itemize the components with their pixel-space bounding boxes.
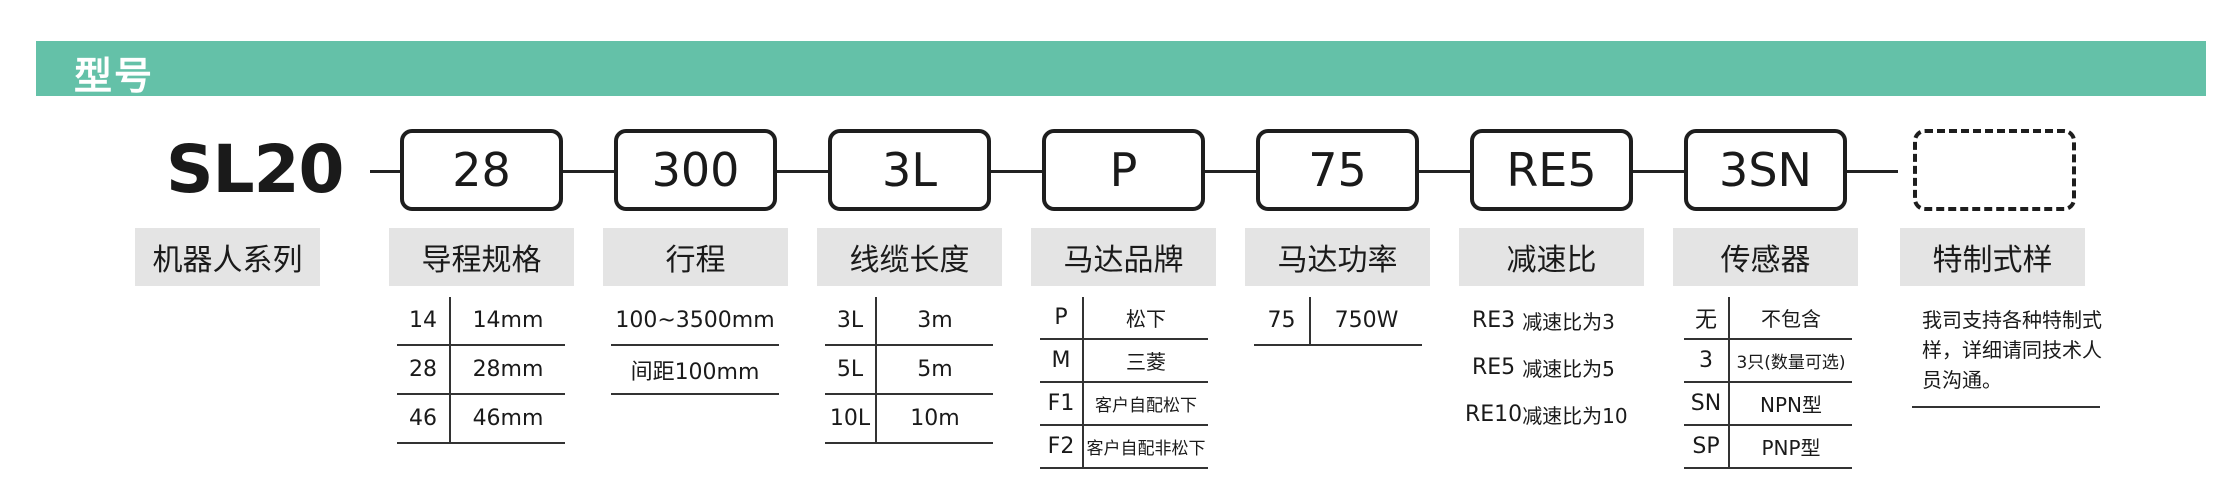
table-cell-value: 10m: [876, 394, 993, 444]
table-cell-key: 14: [397, 297, 451, 346]
table-cell-key: 3: [1684, 339, 1730, 383]
table-row: 28 28mm: [397, 345, 565, 395]
table-row: SP PNP型: [1684, 425, 1852, 469]
label-motor-brand: 马达品牌: [1031, 228, 1216, 286]
table-cell-key: RE5: [1472, 355, 1516, 380]
table-row: F2 客户自配非松下: [1040, 425, 1208, 469]
table-cell-key: 75: [1254, 297, 1311, 346]
table-row: 3L 3m: [825, 297, 993, 346]
label-lead: 导程规格: [389, 228, 574, 286]
connector-line: [991, 170, 1042, 173]
table-cell-value: 减速比为5: [1522, 357, 1615, 381]
table-cell-value: 三菱: [1083, 339, 1208, 383]
table-cell-value: 客户自配松下: [1083, 382, 1208, 426]
motor-brand-table: P 松下 M 三菱 F1 客户自配松下 F2 客户自配非松下: [1040, 297, 1208, 469]
connector-line: [1847, 170, 1898, 173]
table-row: 间距100mm: [611, 345, 779, 395]
table-cell-value: 减速比为3: [1522, 310, 1615, 334]
table-row: 无 不包含: [1684, 297, 1852, 340]
table-cell-value: 46mm: [450, 394, 565, 444]
table-cell-key: 46: [397, 394, 451, 444]
table-cell-key: 28: [397, 345, 451, 395]
section-title: 型号: [74, 54, 155, 98]
table-row: RE10 减速比为10: [1465, 391, 1640, 438]
label-stroke: 行程: [603, 228, 788, 286]
connector-line: [1419, 170, 1470, 173]
table-cell-value: 客户自配非松下: [1083, 425, 1208, 469]
table-cell-value: 100~3500mm: [611, 297, 779, 346]
connector-line: [777, 170, 828, 173]
table-cell-value: 14mm: [450, 297, 565, 346]
table-row: 10L 10m: [825, 394, 993, 444]
table-cell-key: F1: [1040, 382, 1084, 426]
table-row: M 三菱: [1040, 339, 1208, 383]
table-cell-value: 5m: [876, 345, 993, 395]
code-box-motor-power: 75: [1256, 129, 1419, 211]
table-row: 14 14mm: [397, 297, 565, 346]
table-cell-key: M: [1040, 339, 1084, 383]
label-special: 特制式样: [1900, 228, 2085, 286]
model-prefix: SL20: [166, 131, 344, 208]
label-cable: 线缆长度: [817, 228, 1002, 286]
table-row: 3 3只(数量可选): [1684, 339, 1852, 383]
code-box-special: [1913, 129, 2076, 211]
motor-power-table: 75 750W: [1254, 297, 1422, 346]
table-row: 100~3500mm: [611, 297, 779, 346]
table-cell-key: P: [1040, 297, 1084, 340]
table-cell-key: 10L: [825, 394, 877, 444]
table-cell-value: 间距100mm: [611, 345, 779, 395]
table-row: 46 46mm: [397, 394, 565, 444]
table-cell-key: 3L: [825, 297, 877, 346]
table-row: RE3 减速比为3: [1465, 297, 1640, 344]
connector-line: [1633, 170, 1684, 173]
table-cell-value: 减速比为10: [1522, 404, 1628, 428]
table-cell-value: 3m: [876, 297, 993, 346]
table-cell-value: 28mm: [450, 345, 565, 395]
code-box-reduction: RE5: [1470, 129, 1633, 211]
table-cell-key: 5L: [825, 345, 877, 395]
table-cell-key: 无: [1684, 297, 1730, 340]
table-cell-value: NPN型: [1729, 382, 1852, 426]
stroke-table: 100~3500mm 间距100mm: [611, 297, 779, 395]
connector-line: [563, 170, 614, 173]
table-cell-key: F2: [1040, 425, 1084, 469]
table-row: F1 客户自配松下: [1040, 382, 1208, 426]
table-row: 5L 5m: [825, 345, 993, 395]
table-cell-value: PNP型: [1729, 425, 1852, 469]
table-row: P 松下: [1040, 297, 1208, 340]
table-cell-key: SP: [1684, 425, 1730, 469]
connector-line: [1205, 170, 1256, 173]
table-cell-value: 松下: [1083, 297, 1208, 340]
label-series: 机器人系列: [135, 228, 320, 286]
label-sensor: 传感器: [1673, 228, 1858, 286]
code-box-cable: 3L: [828, 129, 991, 211]
label-motor-power: 马达功率: [1245, 228, 1430, 286]
special-order-note: 我司支持各种特制式样，详细请同技术人员沟通。: [1922, 308, 2102, 392]
table-row: SN NPN型: [1684, 382, 1852, 426]
table-cell-key: RE3: [1472, 308, 1516, 333]
table-row: 75 750W: [1254, 297, 1422, 346]
reduction-table: RE3 减速比为3 RE5 减速比为5 RE10 减速比为10: [1465, 297, 1640, 438]
code-box-stroke: 300: [614, 129, 777, 211]
table-cell-key: RE10: [1465, 402, 1523, 427]
label-reduction: 减速比: [1459, 228, 1644, 286]
section-header-banner: 型号: [36, 41, 2206, 98]
sensor-table: 无 不包含 3 3只(数量可选) SN NPN型 SP PNP型: [1684, 297, 1852, 469]
table-row: RE5 减速比为5: [1465, 344, 1640, 391]
connector-line: [370, 170, 400, 173]
cable-table: 3L 3m 5L 5m 10L 10m: [825, 297, 993, 444]
table-cell-value: 3只(数量可选): [1729, 339, 1852, 383]
lead-table: 14 14mm 28 28mm 46 46mm: [397, 297, 565, 444]
code-box-motor-brand: P: [1042, 129, 1205, 211]
code-box-sensor: 3SN: [1684, 129, 1847, 211]
table-cell-value: 750W: [1310, 297, 1422, 346]
table-cell-value: 不包含: [1729, 297, 1852, 340]
table-cell-key: SN: [1684, 382, 1730, 426]
divider: [1912, 406, 2100, 408]
code-box-lead: 28: [400, 129, 563, 211]
